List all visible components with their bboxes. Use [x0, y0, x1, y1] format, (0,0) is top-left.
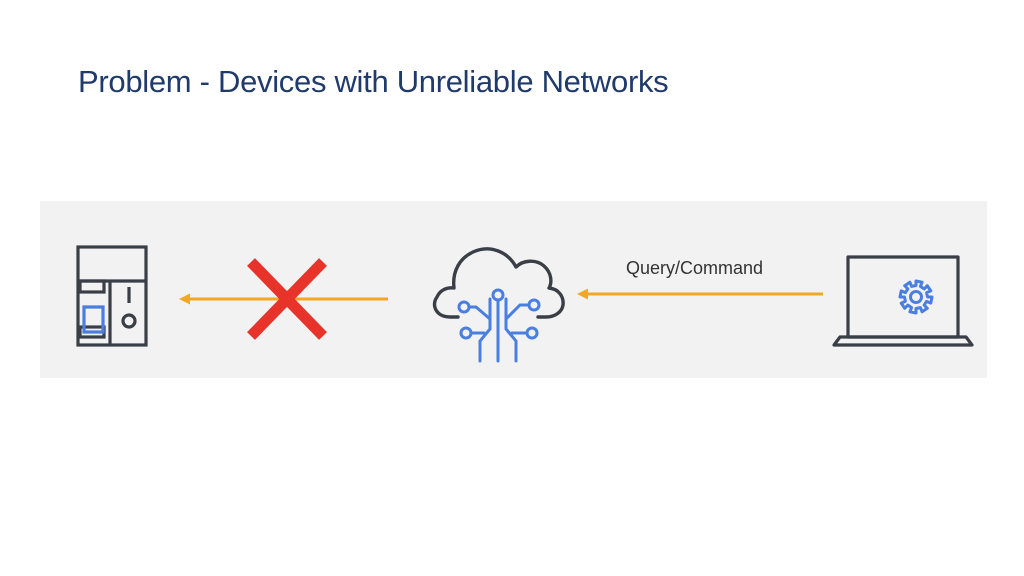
coffee-machine-icon	[76, 245, 148, 347]
gear-hub	[909, 290, 923, 304]
cloud-iot-icon	[432, 247, 565, 363]
query-command-label: Query/Command	[626, 258, 763, 278]
gear-outline	[898, 279, 934, 315]
panel-background	[40, 201, 987, 378]
laptop-gear-icon	[832, 255, 974, 347]
diagram-canvas: Query/Command	[40, 201, 987, 378]
diagram-panel: Query/Command	[40, 201, 987, 378]
slide-title: Problem - Devices with Unreliable Networ…	[78, 64, 669, 99]
query-command-arrow	[577, 288, 823, 300]
red-x-icon	[247, 258, 327, 340]
